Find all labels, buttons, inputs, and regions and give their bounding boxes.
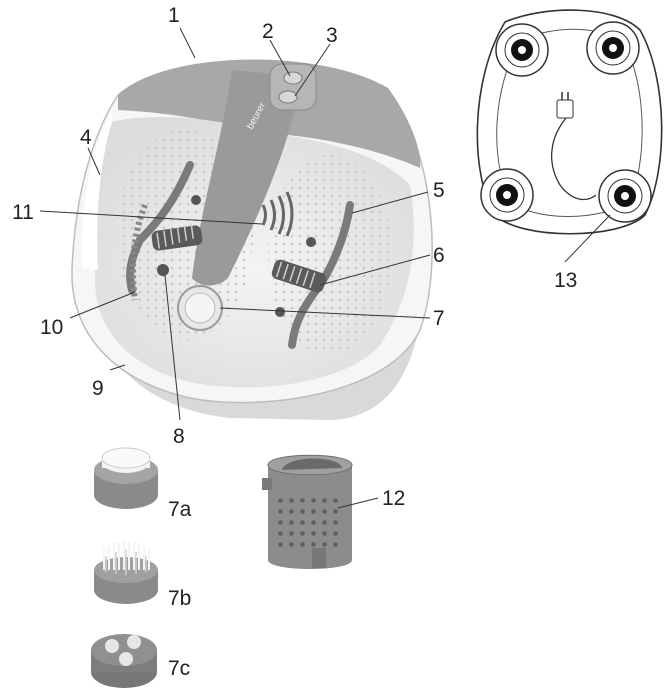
- foot-top-left: [495, 23, 549, 77]
- callout-7a: 7a: [168, 498, 192, 521]
- right-foot-zone: [268, 155, 392, 355]
- magnet-4: [275, 307, 285, 317]
- foot-bath: beurer: [71, 59, 433, 420]
- callout-1: 1: [168, 4, 180, 27]
- callout-10: 10: [40, 316, 63, 339]
- callout-3: 3: [326, 24, 338, 47]
- power-cable: [550, 117, 597, 201]
- bubble-jet-left: [126, 161, 194, 294]
- splash-guard-left: [81, 110, 112, 270]
- magnet-1: [191, 195, 201, 205]
- callout-11: 11: [12, 201, 34, 224]
- attachment-7c-massage: [91, 634, 157, 688]
- infrared-light: [261, 191, 294, 237]
- callout-7b: 7b: [168, 587, 191, 610]
- plug-icon: [556, 92, 574, 119]
- magnet-2: [306, 237, 316, 247]
- leader-lines: [39, 27, 611, 509]
- attachment-7b-brush: [94, 541, 158, 604]
- attachment-mount-inner: [184, 292, 216, 324]
- callout-8: 8: [173, 425, 185, 448]
- callout-9: 9: [92, 377, 104, 400]
- callout-7: 7: [433, 307, 445, 330]
- roller-left: [151, 222, 203, 251]
- center-spine: [192, 70, 300, 286]
- foot-bottom-left: [480, 168, 534, 222]
- callout-6: 6: [433, 244, 445, 267]
- callout-4: 4: [80, 126, 92, 149]
- bubble-jet-left-outer: [130, 203, 148, 301]
- callout-12: 12: [382, 487, 405, 510]
- callout-13: 13: [554, 269, 577, 292]
- button-2[interactable]: [283, 71, 303, 85]
- foot-top-right: [586, 21, 640, 75]
- foot-bottom-right: [598, 169, 652, 223]
- control-panel: [269, 63, 317, 111]
- callout-2: 2: [262, 20, 274, 43]
- callout-7c: 7c: [168, 657, 190, 680]
- magnet-3: [157, 264, 169, 276]
- attachment-7a-pumice: [94, 447, 158, 509]
- button-3[interactable]: [278, 90, 298, 104]
- underside-view: [476, 9, 663, 235]
- roller-right: [271, 259, 327, 293]
- callout-labels: 1 2 3 4 5 6 7 8 9 10 11 12 13 7a 7b 7c: [12, 4, 577, 680]
- callout-5: 5: [433, 179, 445, 202]
- filter-12: [262, 454, 353, 569]
